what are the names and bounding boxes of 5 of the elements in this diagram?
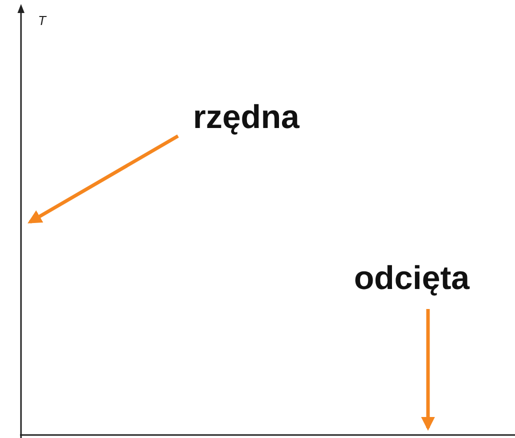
- axis-caption: odcięta: [354, 259, 470, 297]
- axis-caption: rzędna: [193, 98, 300, 136]
- leader-arrow: [421, 309, 435, 431]
- leader-arrow: [28, 134, 179, 224]
- axis-label: T: [38, 13, 46, 28]
